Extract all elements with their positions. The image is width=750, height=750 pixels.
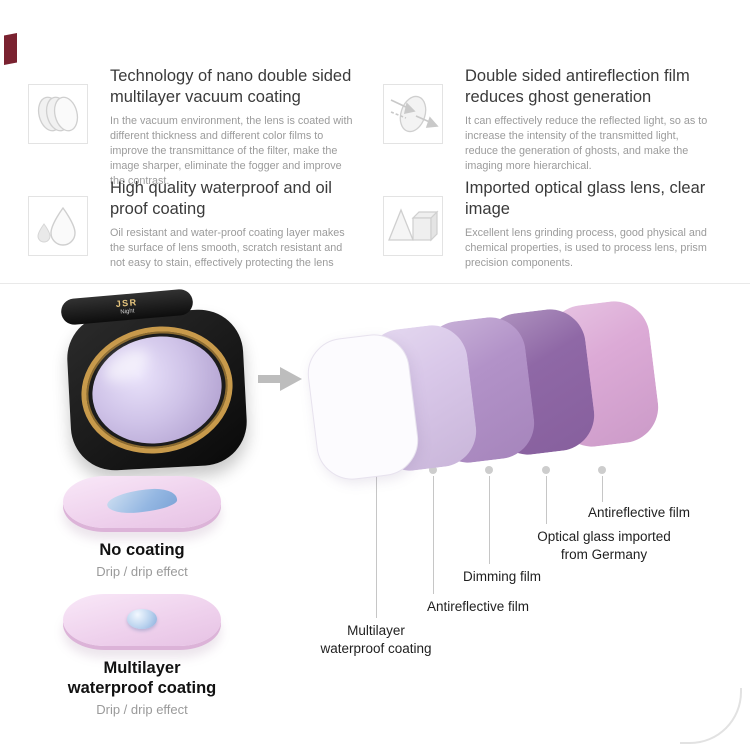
layer-waterproof-coating (303, 330, 423, 484)
feature-description: In the vacuum environment, the lens is c… (110, 115, 353, 187)
brand-logo: JSR (115, 297, 139, 309)
filter-body (65, 307, 249, 473)
feature-antireflection: Double sided antireflection film reduces… (383, 66, 713, 174)
feature-description: It can effectively reduce the reflected … (465, 115, 708, 172)
feature-description: Excellent lens grinding process, good ph… (465, 227, 707, 270)
callout-label-antireflective-1: Antireflective film (427, 599, 530, 614)
lens-highlight (99, 342, 155, 389)
water-droplet (127, 609, 157, 629)
callout-line (546, 476, 547, 524)
nano-coating-icon (28, 84, 88, 144)
callout-dot (542, 466, 550, 474)
callout-label-dimming: Dimming film (463, 569, 542, 584)
demo-subtitle: Drip / drip effect (96, 564, 188, 580)
callout-line (602, 476, 603, 502)
antireflection-icon (383, 84, 443, 144)
lens-glass (83, 325, 231, 455)
feature-waterproof: High quality waterproof and oil proof co… (28, 178, 358, 271)
frame-corner (680, 688, 742, 744)
demo-no-coating: No coating Drip / drip effect (32, 476, 252, 579)
section-divider (0, 283, 750, 284)
right-arrow-icon (258, 366, 304, 397)
demo-waterproof-coating: Multilayer waterproof coating Drip / dri… (32, 594, 252, 717)
waterproof-icon (28, 196, 88, 256)
feature-vacuum-coating: Technology of nano double sided multilay… (28, 66, 358, 189)
feature-title: High quality waterproof and oil proof co… (110, 179, 332, 218)
callout-line (376, 476, 377, 618)
feature-optical-glass: Imported optical glass lens, clear image… (383, 178, 713, 271)
corner-ribbon (4, 33, 17, 65)
coated-lens-sample (63, 594, 221, 646)
callout-dot (598, 466, 606, 474)
feature-title: Double sided antireflection film reduces… (465, 67, 690, 106)
gold-ring (70, 313, 244, 467)
exploded-layer-stack (303, 296, 706, 486)
uncoated-lens-sample (63, 476, 221, 528)
callout-line (489, 476, 490, 564)
demo-title: Multilayer waterproof coating (67, 659, 217, 698)
feature-title: Imported optical glass lens, clear image (465, 179, 706, 218)
optical-glass-icon (383, 196, 443, 256)
callout-label-waterproof: Multilayer waterproof coating (320, 623, 432, 657)
feature-description: Oil resistant and water-proof coating la… (110, 227, 345, 270)
callout-line (433, 476, 434, 594)
callout-label-optical-glass: Optical glass imported from Germany (537, 529, 671, 563)
lens-filter-photo: JSR Night (55, 286, 255, 481)
feature-title: Technology of nano double sided multilay… (110, 67, 352, 106)
callout-label-antireflective-2: Antireflective film (588, 505, 691, 520)
water-smear (106, 486, 178, 516)
demo-subtitle: Drip / drip effect (96, 702, 188, 718)
model-label: Night (120, 308, 135, 316)
callout-dot (485, 466, 493, 474)
callout-dot (429, 466, 437, 474)
demo-title: No coating (99, 541, 185, 559)
